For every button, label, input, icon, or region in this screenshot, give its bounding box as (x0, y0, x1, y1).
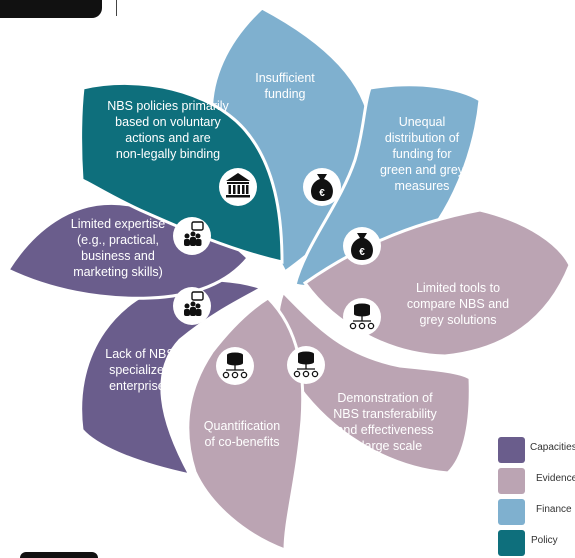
legend-label-evidence: Evidence (536, 473, 575, 484)
legend-label-finance: Finance (536, 504, 572, 515)
legend-label-policy: Policy (531, 535, 558, 546)
legend-label-capacities: Capacities (530, 442, 575, 453)
government-building-icon (226, 173, 250, 198)
finance-icon-circle-2: € (343, 227, 381, 265)
petal-nbs-policies (79, 81, 284, 264)
database-network-icon (293, 351, 319, 378)
capacities-icon-circle-2 (173, 287, 211, 325)
legend-item-policy: Policy (498, 530, 575, 556)
logo-block (0, 0, 102, 18)
label-unequal-distribution: Unequal distribution of funding for gree… (379, 115, 465, 193)
legend-swatch-evidence (498, 468, 525, 494)
legend-swatch-finance (498, 499, 525, 525)
label-quantification-cobenefits: Quantification of co-benefits (203, 419, 281, 449)
evidence-icon-circle-1 (343, 298, 381, 336)
finance-icon-circle-1: € (303, 168, 341, 206)
legend-swatch-policy (498, 530, 525, 556)
people-speech-icon (184, 221, 204, 246)
label-limited-expertise: Limited expertise (e.g., practical, busi… (70, 217, 166, 279)
svg-text:€: € (319, 188, 325, 199)
money-bag-euro-icon: € (311, 174, 333, 201)
database-network-icon (222, 352, 248, 379)
label-nbs-policies: NBS policies primarily based on voluntar… (107, 99, 229, 161)
legend-item-evidence: Evidence (498, 468, 575, 494)
svg-text:€: € (359, 247, 365, 258)
capacities-icon-circle-1 (173, 217, 211, 255)
evidence-icon-circle-2 (216, 347, 254, 385)
legend-swatch-capacities (498, 437, 525, 463)
money-bag-euro-icon: € (351, 233, 373, 260)
evidence-icon-circle-3 (287, 346, 325, 384)
label-limited-tools: Limited tools to compare NBS and grey so… (406, 281, 510, 327)
label-insufficient-funding: Insufficient funding (255, 71, 315, 101)
people-speech-icon (184, 291, 204, 316)
database-network-icon (349, 303, 375, 330)
legend-item-capacities: Capacities (498, 437, 575, 463)
policy-icon-circle (219, 168, 257, 206)
logo-divider (116, 0, 117, 16)
label-demonstration-transferability: Demonstration of NBS transferability and… (333, 391, 437, 453)
legend-item-finance: Finance (498, 499, 575, 525)
label-lack-specialized-enterprises: Lack of NBS specialized enterprises (105, 347, 175, 393)
footer-block (20, 552, 98, 558)
petal-quantification-cobenefits (186, 296, 305, 553)
